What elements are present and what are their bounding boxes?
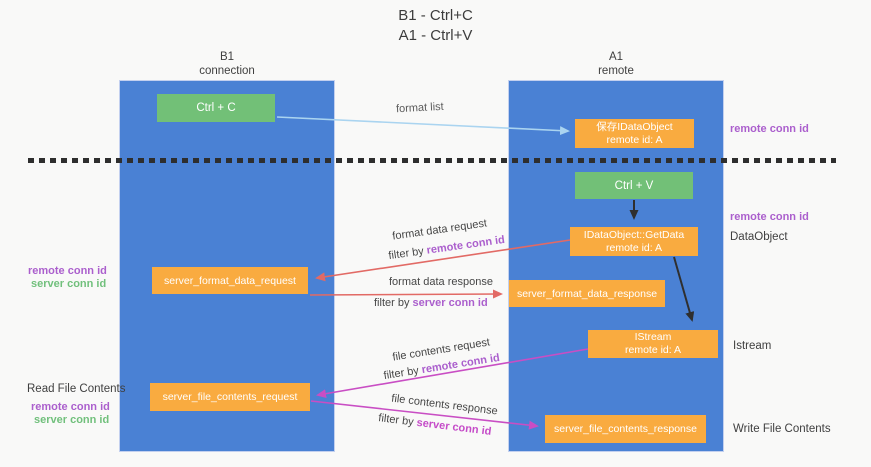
filter-by-text: filter by — [387, 244, 428, 263]
side-label-remote-conn-id-mid: remote conn id — [730, 211, 809, 223]
node-server-format-data-request: server_format_data_request — [152, 267, 308, 294]
server-conn-id-text: server conn id — [412, 297, 488, 309]
edge-label-file-contents-response: file contents response — [390, 392, 499, 418]
filter-by-text: filter by — [382, 364, 423, 383]
node-istream-line2: remote id: A — [624, 344, 682, 356]
lane-header-b1-connection: B1 connection — [119, 50, 335, 78]
dashed-separator-line — [28, 158, 836, 163]
side-label-server-conn-id-bottom: server conn id — [34, 414, 110, 426]
edge-label-filter-server-1: filter by server conn id — [374, 297, 488, 309]
title-line-2: A1 - Ctrl+V — [398, 27, 473, 44]
node-save-line2: remote id: A — [606, 133, 663, 146]
node-getdata-line1: IDataObject::GetData — [583, 228, 685, 241]
node-server-format-data-response: server_format_data_response — [509, 280, 665, 307]
lane-left-sub: connection — [199, 65, 255, 77]
node-server-file-contents-response: server_file_contents_response — [545, 415, 706, 443]
remote-conn-id-text: remote conn id — [425, 233, 506, 257]
lane-right-name: A1 — [608, 51, 624, 63]
node-sfcresp-label: server_file_contents_response — [553, 423, 697, 435]
format-data-response-arrow — [309, 289, 503, 299]
node-istream-line1: IStream — [634, 331, 672, 343]
node-ctrl-c-label: Ctrl + C — [196, 102, 236, 114]
title-line-1: B1 - Ctrl+C — [398, 7, 473, 24]
edge-label-filter-server-2: filter by server conn id — [378, 412, 492, 438]
side-label-remote-conn-id-top: remote conn id — [730, 123, 809, 135]
filter-by-text: filter by — [374, 297, 413, 309]
side-label-read-file-contents: Read File Contents — [27, 383, 126, 395]
node-ctrl-v: Ctrl + V — [575, 172, 693, 199]
side-label-istream: Istream — [733, 340, 772, 352]
node-save-idataobject: 保存IDataObject remote id: A — [575, 119, 694, 148]
node-ctrl-v-label: Ctrl + V — [614, 179, 654, 192]
lane-right-sub: remote — [598, 65, 634, 77]
side-label-remote-conn-id-bottom: remote conn id — [31, 401, 110, 413]
side-label-dataobject: DataObject — [730, 231, 788, 243]
side-label-server-conn-id-left: server conn id — [31, 278, 107, 290]
node-istream: IStream remote id: A — [588, 330, 718, 358]
node-getdata-line2: remote id: A — [605, 241, 663, 254]
diagram-title: B1 - Ctrl+C A1 - Ctrl+V — [0, 6, 871, 46]
node-ctrl-c: Ctrl + C — [157, 94, 275, 122]
node-idataobject-getdata: IDataObject::GetData remote id: A — [570, 227, 698, 256]
node-server-file-contents-request: server_file_contents_request — [150, 383, 310, 411]
edge-label-format-list: format list — [395, 100, 444, 116]
side-label-remote-conn-id-left: remote conn id — [28, 265, 107, 277]
side-label-write-file-contents: Write File Contents — [733, 423, 831, 435]
server-conn-id-text: server conn id — [415, 416, 493, 438]
node-save-line1: 保存IDataObject — [596, 120, 673, 133]
node-sfdresp-label: server_format_data_response — [516, 287, 658, 300]
node-sfdreq-label: server_format_data_request — [164, 274, 296, 287]
edge-label-format-data-response: format data response — [389, 276, 493, 288]
lane-header-a1-remote: A1 remote — [508, 50, 724, 78]
lane-left-name: B1 — [219, 51, 235, 63]
filter-by-text: filter by — [377, 412, 418, 429]
node-sfcreq-label: server_file_contents_request — [162, 391, 298, 403]
